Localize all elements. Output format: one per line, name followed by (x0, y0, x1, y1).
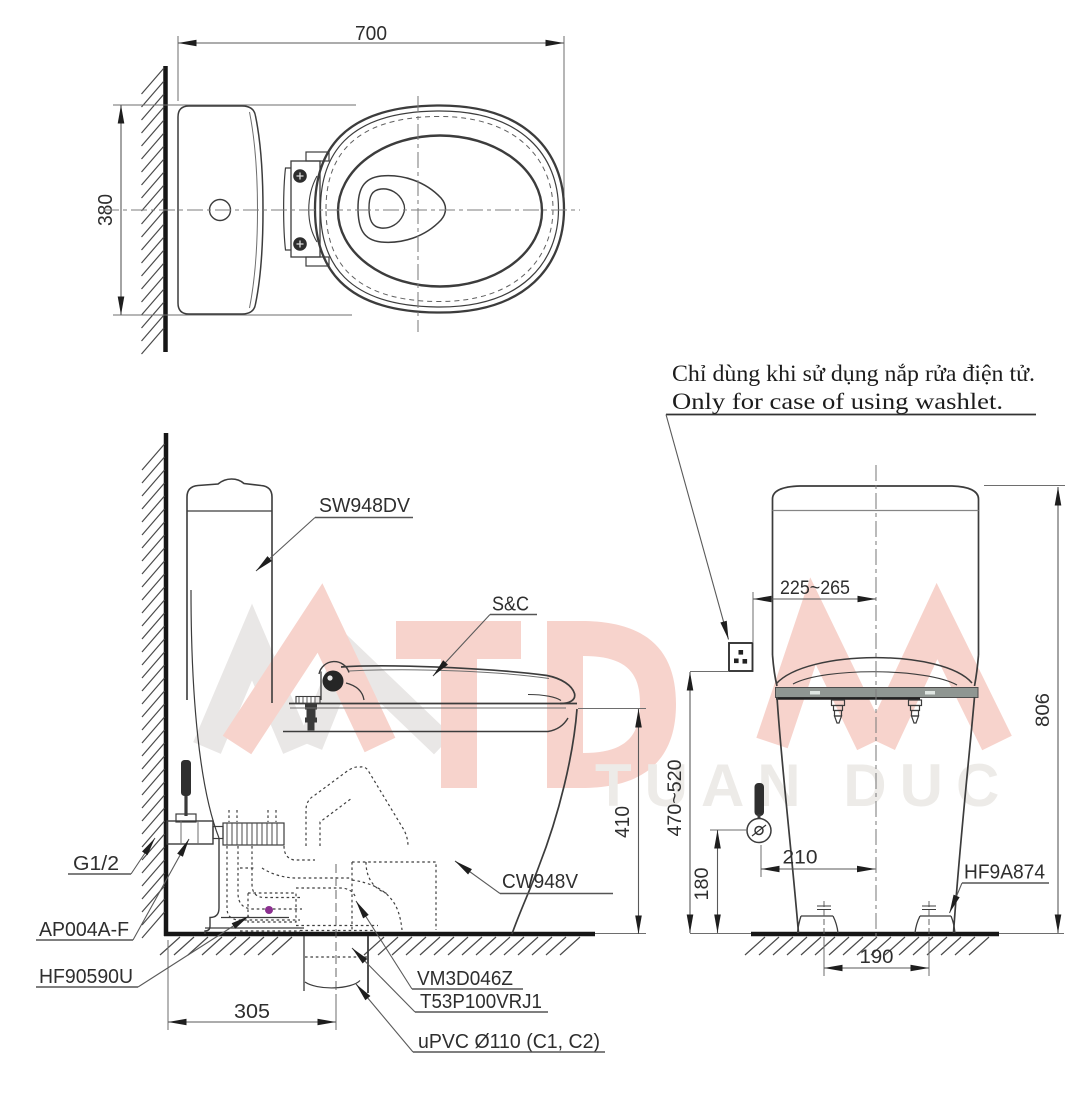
svg-text:G1/2: G1/2 (73, 852, 119, 875)
svg-text:CW948V: CW948V (502, 870, 578, 893)
svg-text:SW948DV: SW948DV (319, 494, 410, 517)
svg-text:210: 210 (783, 847, 818, 869)
svg-text:T53P100VRJ1: T53P100VRJ1 (420, 990, 542, 1013)
svg-text:190: 190 (860, 946, 894, 968)
svg-text:HF9A874: HF9A874 (964, 861, 1045, 884)
svg-text:VM3D046Z: VM3D046Z (417, 967, 513, 990)
svg-text:S&C: S&C (492, 593, 529, 616)
svg-text:Only for case of using washlet: Only for case of using washlet. (672, 389, 1003, 415)
svg-text:HF90590U: HF90590U (39, 965, 133, 988)
svg-text:uPVC Ø110 (C1, C2): uPVC Ø110 (C1, C2) (418, 1030, 600, 1053)
svg-text:806: 806 (1032, 693, 1054, 727)
svg-text:305: 305 (234, 1001, 270, 1023)
svg-text:Chỉ dùng khi sử dụng nắp rửa đ: Chỉ dùng khi sử dụng nắp rửa điện tử. (672, 361, 1035, 387)
svg-text:180: 180 (691, 867, 713, 900)
svg-text:225~265: 225~265 (780, 577, 850, 599)
svg-text:410: 410 (612, 806, 634, 838)
svg-text:AP004A-F: AP004A-F (39, 918, 129, 941)
svg-text:470~520: 470~520 (664, 759, 686, 836)
svg-text:700: 700 (355, 22, 387, 45)
svg-text:TUAN DUC: TUAN DUC (595, 752, 1012, 819)
